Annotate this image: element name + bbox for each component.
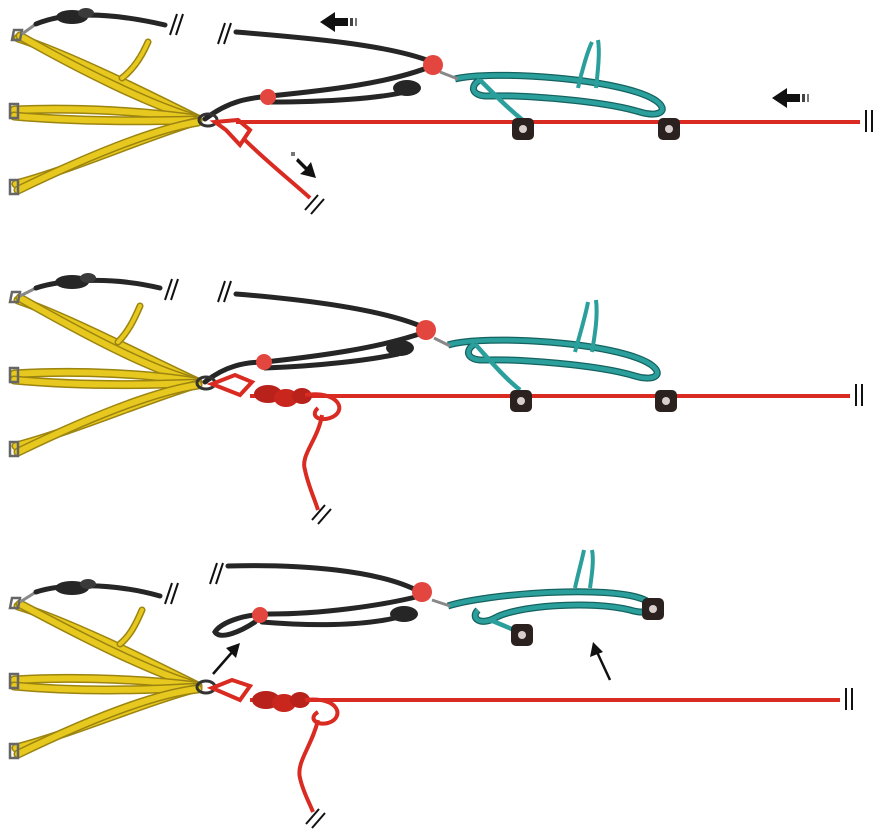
anchor-ring-icon	[8, 28, 24, 196]
break-mark-icon	[164, 278, 179, 301]
break-mark-icon	[169, 13, 184, 36]
direction-arrow-icon	[291, 152, 316, 178]
direction-arrow-icon	[590, 642, 612, 681]
break-mark-icon	[845, 688, 853, 710]
pulley-icon	[510, 390, 677, 412]
black-tail-left	[19, 273, 163, 298]
direction-arrow-icon	[212, 643, 240, 675]
pulley-icon	[260, 55, 443, 105]
break-mark-icon	[217, 280, 232, 303]
teal-loop	[433, 299, 661, 392]
teal-loop	[439, 39, 666, 124]
yellow-sling	[9, 31, 203, 195]
break-mark-icon	[217, 22, 232, 45]
pulley-icon	[511, 598, 664, 646]
break-mark-icon	[209, 562, 224, 585]
panel-step-3	[8, 549, 853, 829]
teal-loop	[431, 549, 656, 636]
panel-step-1	[8, 8, 873, 215]
break-mark-icon	[865, 110, 873, 132]
break-mark-icon	[164, 582, 179, 605]
break-mark-icon	[855, 384, 863, 406]
pulley-icon	[252, 582, 432, 623]
pulley-icon	[512, 118, 680, 140]
anchor-ring-icon	[8, 290, 22, 458]
direction-arrow-icon	[772, 88, 809, 108]
break-mark-icon	[304, 194, 325, 215]
red-line	[206, 372, 850, 511]
black-line	[202, 29, 435, 122]
black-line	[212, 563, 423, 638]
direction-arrow-icon	[320, 12, 357, 32]
black-tail-left	[21, 8, 168, 36]
yellow-sling	[9, 293, 203, 457]
panel-step-2	[8, 273, 863, 525]
pulley-icon	[256, 320, 436, 370]
red-line	[206, 677, 840, 813]
break-mark-icon	[311, 504, 332, 525]
black-tail-left	[19, 579, 163, 604]
break-mark-icon	[305, 808, 326, 829]
red-line	[209, 117, 860, 200]
black-line	[202, 291, 428, 385]
anchor-ring-icon	[8, 596, 22, 760]
yellow-sling	[9, 599, 203, 759]
